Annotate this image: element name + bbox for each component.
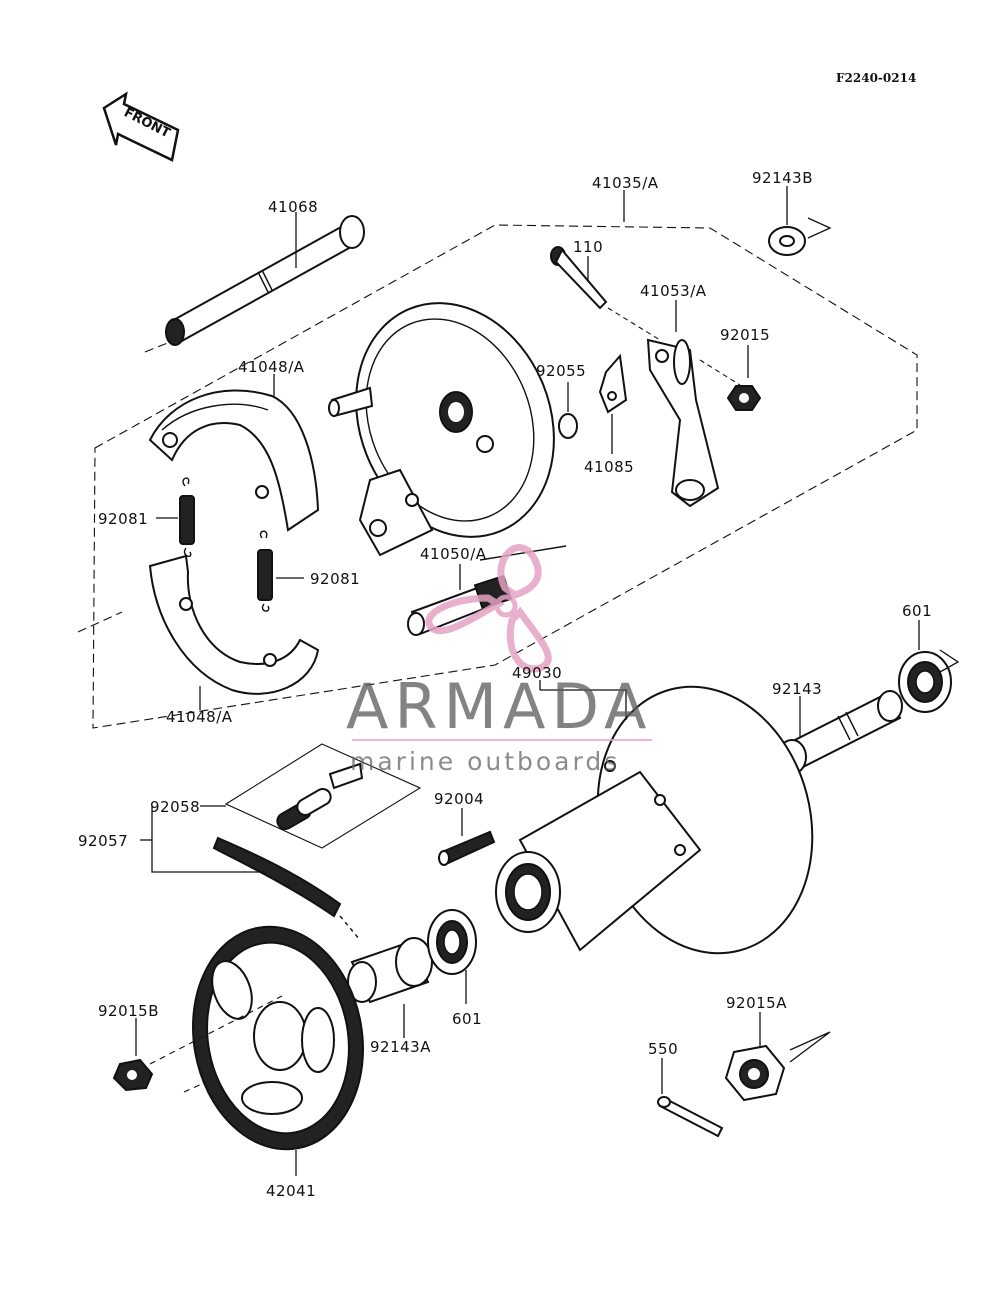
label-41068: 41068	[268, 198, 318, 216]
bearing-601-left-part	[427, 909, 477, 975]
diagram-code: F2240-0214	[836, 71, 916, 85]
bearing-601-right-part	[898, 649, 960, 713]
nut-92015B-part	[112, 1058, 154, 1092]
label-42041: 42041	[266, 1182, 316, 1200]
label-92081-right: 92081	[310, 570, 360, 588]
indicator-41085-part	[598, 353, 628, 414]
spacer-92143-part	[777, 690, 903, 775]
front-arrow-icon: FRONT	[102, 91, 180, 162]
chain-92057-part	[212, 836, 361, 941]
label-41035: 41035/A	[592, 174, 659, 192]
label-92081-left: 92081	[98, 510, 148, 528]
brake-panel-part	[328, 302, 555, 557]
watermark-tagline: marine outboards	[350, 747, 620, 776]
label-92143A: 92143A	[370, 1038, 431, 1056]
label-41053: 41053/A	[640, 282, 707, 300]
nut-92015A-part	[724, 1031, 831, 1102]
watermark-brand: ARMADA	[346, 670, 652, 743]
label-92015: 92015	[720, 326, 770, 344]
collar-92143B-part	[768, 217, 832, 256]
label-601-right: 601	[902, 602, 932, 620]
brake-shoe-bottom-part	[148, 554, 320, 695]
master-link-92058-part	[224, 743, 422, 849]
label-110: 110	[573, 238, 603, 256]
label-92057: 92057	[78, 832, 128, 850]
label-41085: 41085	[584, 458, 634, 476]
oring-92055-part	[558, 413, 578, 439]
label-49030: 49030	[512, 664, 562, 682]
stud-92004-part	[438, 830, 496, 866]
label-92015A: 92015A	[726, 994, 787, 1012]
nut-92015-part	[726, 385, 762, 411]
propeller-logo-icon	[425, 544, 552, 673]
hub-49030-part	[495, 685, 814, 955]
label-550: 550	[648, 1040, 678, 1058]
lever-41053-part	[646, 338, 741, 508]
label-92143: 92143	[772, 680, 822, 698]
label-92055: 92055	[536, 362, 586, 380]
label-92004: 92004	[434, 790, 484, 808]
watermark: ARMADA marine outboards	[346, 544, 652, 776]
spring-92081-left-part	[179, 477, 195, 558]
sprocket-42041-part	[192, 925, 364, 1151]
label-41048-top: 41048/A	[238, 358, 305, 376]
brake-shoe-top-part	[148, 389, 320, 532]
spring-92081-right-part	[257, 530, 273, 612]
collar-92143A-part	[347, 937, 433, 1004]
axle-41068-part	[165, 215, 365, 346]
label-41048-bottom: 41048/A	[166, 708, 233, 726]
label-92058: 92058	[150, 798, 200, 816]
label-601-left: 601	[452, 1010, 482, 1028]
label-41050: 41050/A	[420, 545, 487, 563]
label-92143B: 92143B	[752, 169, 813, 187]
bolt-110-part	[550, 246, 661, 341]
label-92015B: 92015B	[98, 1002, 159, 1020]
cotter-pin-550-part	[657, 1096, 724, 1138]
